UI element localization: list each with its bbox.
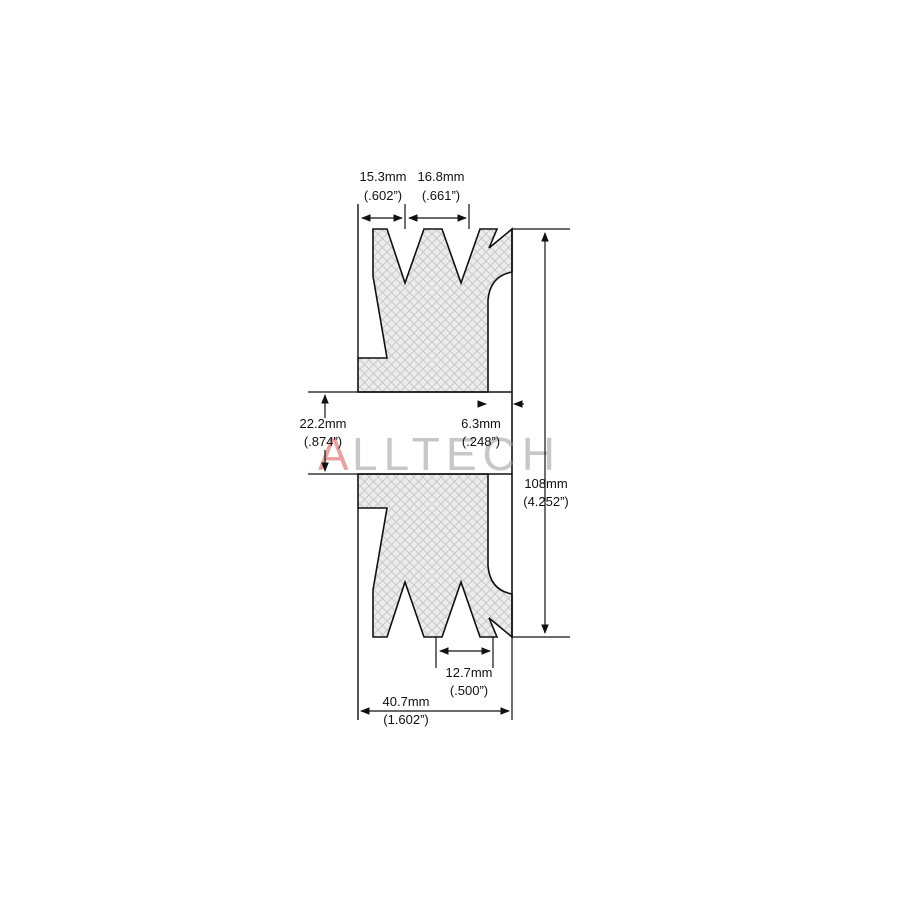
overall-width-mm: 40.7mm <box>383 694 430 709</box>
pulley-lower-section <box>357 473 513 639</box>
groove-width-mm: 15.3mm <box>360 169 407 184</box>
hub-offset-inch: (.248”) <box>462 434 500 449</box>
bottom-groove-mm: 12.7mm <box>446 665 493 680</box>
outer-diameter-mm: 108mm <box>524 476 567 491</box>
dim-label-overall-width: 40.7mm (1.602”) <box>383 694 430 727</box>
groove-pitch-inch: (.661”) <box>422 188 460 203</box>
bottom-groove-inch: (.500”) <box>450 683 488 698</box>
groove-pitch-mm: 16.8mm <box>418 169 465 184</box>
overall-width-inch: (1.602”) <box>383 712 429 727</box>
watermark: A LLTECH <box>318 428 561 480</box>
pulley-upper-section <box>357 227 513 393</box>
outer-diameter-inch: (4.252”) <box>523 494 569 509</box>
dim-label-outer-diameter: 108mm (4.252”) <box>523 476 569 509</box>
dim-label-hub-offset: 6.3mm (.248”) <box>461 416 501 449</box>
watermark-text: LLTECH <box>352 428 561 480</box>
bore-diameter-mm: 22.2mm <box>300 416 347 431</box>
dim-label-bore-diameter: 22.2mm (.874”) <box>300 416 347 449</box>
dim-label-groove-pitch: 16.8mm (.661”) <box>418 169 465 203</box>
bore-diameter-inch: (.874”) <box>304 434 342 449</box>
groove-width-inch: (.602”) <box>364 188 402 203</box>
hub-offset-mm: 6.3mm <box>461 416 501 431</box>
dim-label-groove-width: 15.3mm (.602”) <box>360 169 407 203</box>
dim-label-bottom-groove: 12.7mm (.500”) <box>446 665 493 698</box>
